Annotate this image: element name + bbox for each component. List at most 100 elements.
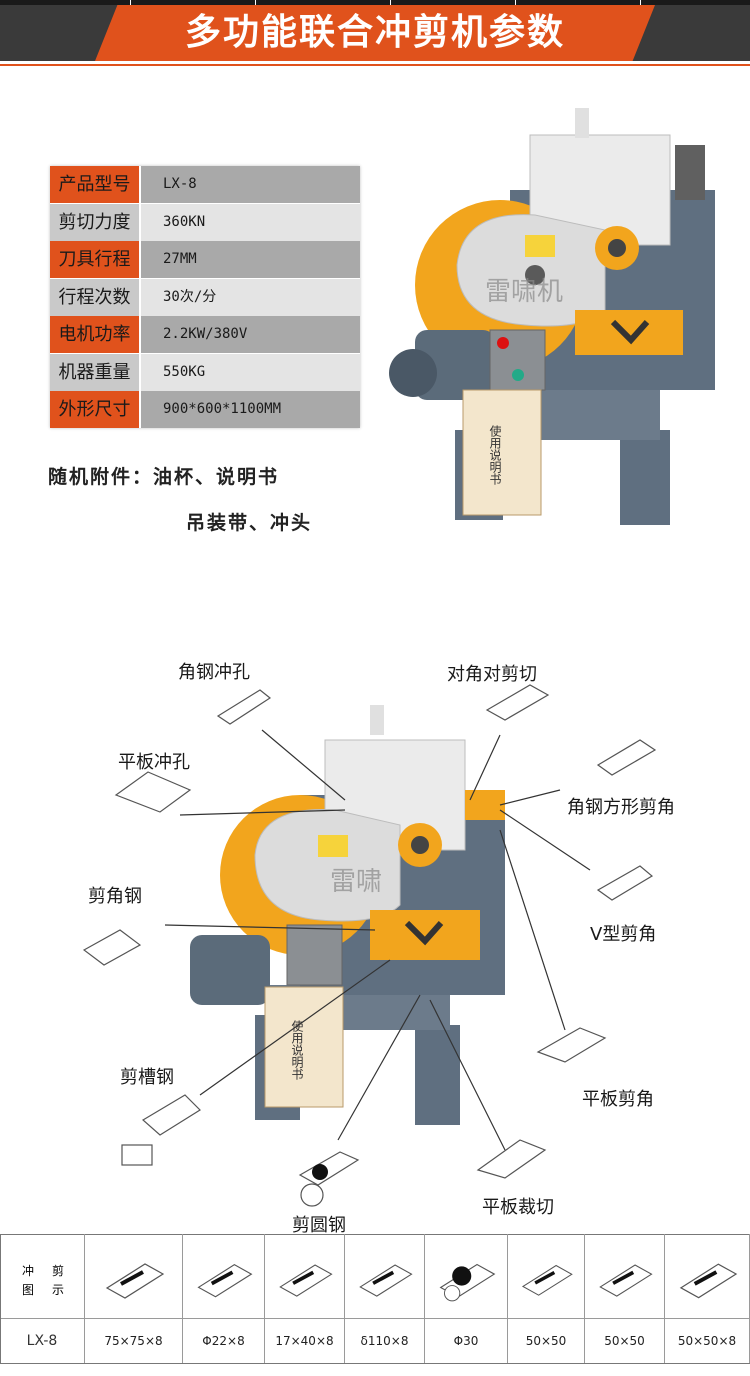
shear-shape-icon <box>679 1263 738 1299</box>
start-button <box>512 369 524 381</box>
shear-spec-value: Φ30 <box>425 1319 508 1363</box>
spec-label: 行程次数 <box>50 278 139 316</box>
leader-v-corner <box>499 809 591 871</box>
warning-label <box>525 235 555 257</box>
diagram-v-notch <box>404 920 444 946</box>
header-char: 冲 <box>22 1264 35 1278</box>
table-row-divider <box>0 1318 750 1319</box>
header-banner: 多功能联合冲剪机参数 <box>0 0 750 68</box>
punch-hub <box>608 239 626 257</box>
shear-spec-value: 17×40×8 <box>265 1319 345 1363</box>
accessories-line-2: 吊装带、冲头 <box>186 512 313 534</box>
spec-value: 2.2KW/380V <box>141 316 360 353</box>
label-plate-cut: 平板裁切 <box>482 1197 554 1218</box>
leader-angle-punch <box>261 729 346 801</box>
leader-corner-steel <box>164 924 376 931</box>
shear-spec-value: Φ22×8 <box>183 1319 265 1363</box>
corner-steel-icon <box>82 929 142 966</box>
diagram-switch-box <box>286 924 343 986</box>
label-angle-punch: 角钢冲孔 <box>178 662 250 683</box>
diagram-motor <box>190 935 270 1005</box>
label-v-corner: V型剪角 <box>590 924 657 945</box>
shear-shape-icon <box>521 1264 573 1296</box>
shear-shape-icon <box>197 1264 253 1298</box>
round-steel-disc-icon <box>300 1183 324 1207</box>
angle-square-icon <box>596 739 657 776</box>
shear-icon-cell <box>265 1234 345 1318</box>
motor-fan <box>389 349 437 397</box>
label-angle-square-corner: 角钢方形剪角 <box>567 797 675 818</box>
shear-icon-cell <box>508 1234 585 1318</box>
shear-icon-cell <box>425 1234 508 1318</box>
plate-cut-icon <box>476 1139 547 1179</box>
manual-book <box>462 389 542 516</box>
shear-icon-cell <box>183 1234 265 1318</box>
header-char: 示 <box>52 1283 65 1297</box>
diagram-v-shear-plate <box>370 910 480 960</box>
label-channel-steel: 剪槽钢 <box>120 1067 174 1088</box>
leader-diagonal-shear <box>469 734 501 801</box>
shear-icon-cell <box>345 1234 425 1318</box>
spec-label: 机器重量 <box>50 353 139 391</box>
machine-foot-right <box>620 430 670 525</box>
leader-angle-square <box>499 789 561 806</box>
bolt <box>525 265 545 285</box>
spec-value: 360KN <box>141 203 360 241</box>
shear-shape-icon <box>105 1263 165 1299</box>
shear-icon-cell <box>665 1234 750 1318</box>
spec-value: LX-8 <box>141 166 360 203</box>
top-tick <box>255 0 256 5</box>
round-steel-icon <box>298 1151 360 1186</box>
leader-round-steel <box>337 994 421 1141</box>
diagram-watermark: 雷啸 <box>330 867 382 897</box>
banner-orange-shape <box>95 5 655 61</box>
shear-shape-icon <box>599 1264 653 1297</box>
manual-book-title: 使用说明书 <box>488 424 502 486</box>
spec-value: 30次/分 <box>141 278 360 316</box>
leader-plate-corner <box>499 829 566 1031</box>
spec-value: 27MM <box>141 241 360 278</box>
shear-shape-icon <box>279 1264 333 1297</box>
table-bottom-border <box>0 1363 750 1364</box>
channel-steel-block-icon <box>121 1144 153 1166</box>
diagram-manual-title: 使用说明书 <box>290 1019 304 1081</box>
channel-steel-icon <box>141 1094 201 1136</box>
leader-plate-cut <box>429 999 506 1151</box>
label-plate-corner: 平板剪角 <box>582 1089 654 1110</box>
diagonal-shear-icon <box>485 684 550 721</box>
shear-spec-value: 75×75×8 <box>85 1319 183 1363</box>
spec-label: 外形尺寸 <box>50 391 139 428</box>
diagram-oil-cup <box>370 705 384 735</box>
v-shear-plate <box>575 310 683 355</box>
plate-punch-icon <box>114 771 192 813</box>
banner-bottom-rule <box>0 64 750 66</box>
page-title: 多功能联合冲剪机参数 <box>184 12 565 53</box>
v-notch <box>610 319 650 345</box>
shear-spec-value: 50×50 <box>585 1319 665 1363</box>
top-rule <box>0 0 750 5</box>
header-char: 图 <box>22 1283 35 1297</box>
spec-label: 剪切力度 <box>50 203 139 241</box>
shear-spec-value: 50×50×8 <box>665 1319 750 1363</box>
label-diagonal-shear: 对角对剪切 <box>447 664 537 685</box>
plate-corner-icon <box>536 1027 607 1063</box>
diagram-manual <box>264 986 344 1108</box>
round-steel-hole-icon <box>312 1164 328 1180</box>
model-cell: LX-8 <box>0 1319 85 1363</box>
stop-button <box>497 337 509 349</box>
v-corner-icon <box>596 865 654 901</box>
machine-photo: 使用说明书 雷啸机 <box>389 108 715 525</box>
accessories-line-1: 随机附件：油杯、说明书 <box>48 466 280 488</box>
oil-cup <box>575 108 589 138</box>
spec-label: 产品型号 <box>50 166 139 203</box>
header-char: 剪 <box>52 1264 65 1278</box>
